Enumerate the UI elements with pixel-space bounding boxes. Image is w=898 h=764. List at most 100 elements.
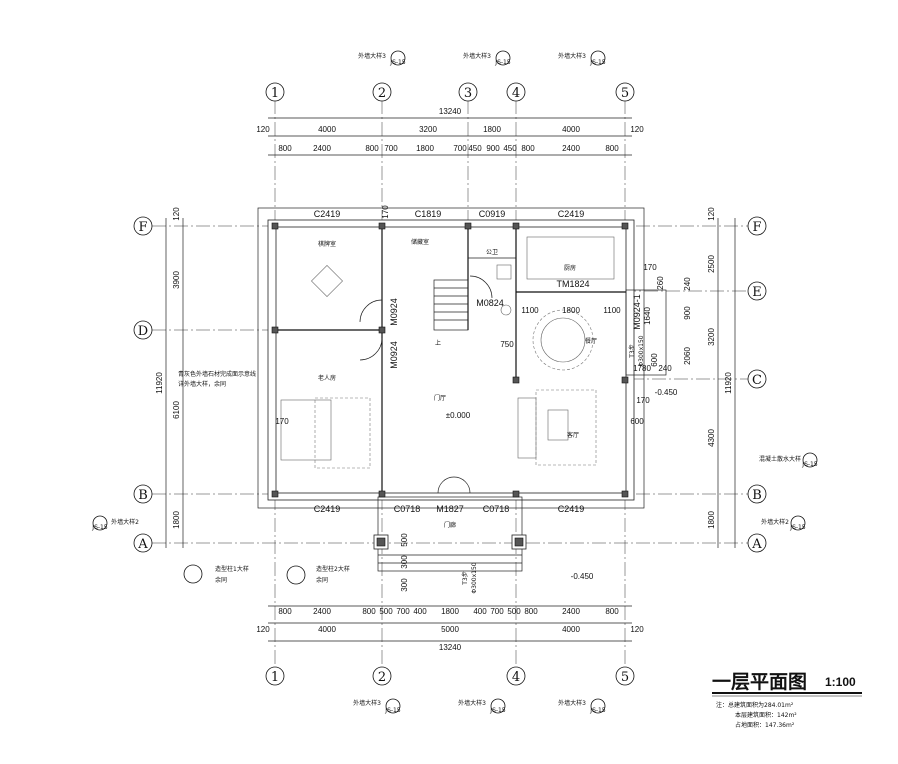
opening-label: M0924-1 xyxy=(632,294,642,330)
dim-misc: 260 xyxy=(656,276,665,290)
opening-label: C2419 xyxy=(558,209,585,219)
sheet-ref: JS-15 xyxy=(384,707,401,714)
axis-bubble xyxy=(133,533,153,553)
level-mark: -0.450 xyxy=(655,388,678,397)
dim-misc: 500 xyxy=(400,533,409,547)
dim-misc: 170 xyxy=(643,263,657,272)
opening-label: M1827 xyxy=(436,504,464,514)
opening-label: C2419 xyxy=(558,504,585,514)
callout-label: 造型柱2大样 xyxy=(316,565,350,573)
dim-misc: 1780 xyxy=(633,364,651,373)
level-mark: ±0.000 xyxy=(446,411,471,420)
axis-label-B: B xyxy=(752,488,762,503)
room-label: 棋牌室 xyxy=(318,240,336,248)
axis-label-B: B xyxy=(138,488,148,503)
detail-ref-bubble xyxy=(286,565,306,585)
dim-misc: 1100 xyxy=(521,306,539,315)
drawing-title: 一层平面图 xyxy=(712,671,807,693)
axis-bubble xyxy=(747,281,767,301)
callout-label: 外墙大样3 xyxy=(353,699,381,707)
detail-ref-bubble xyxy=(183,564,203,584)
axis-bubble xyxy=(133,320,153,340)
dim-top: 1800 xyxy=(416,144,434,153)
dim-top: 2400 xyxy=(313,144,331,153)
dim-misc: 2060 xyxy=(683,347,692,365)
axis-label-C: C xyxy=(752,373,762,388)
note-label: 详外墙大样，余同 xyxy=(178,380,226,388)
dim-bottom-total: 13240 xyxy=(439,643,462,652)
axis-bubble xyxy=(265,82,285,102)
axis-bubble xyxy=(265,666,285,686)
dim-bottom: 400 xyxy=(413,607,427,616)
axis-bubble xyxy=(747,484,767,504)
walls xyxy=(257,207,667,572)
callout-label: 外墙大样3 xyxy=(558,699,586,707)
room-label: 厨房 xyxy=(564,264,576,272)
dim-bottom: 500 xyxy=(507,607,521,616)
detail-ref-bubble xyxy=(490,698,506,714)
step-note: T3步 xyxy=(628,344,636,358)
dim-bottom: 800 xyxy=(524,607,538,616)
dim-left: 1800 xyxy=(172,511,181,529)
callout-label: 外墙大样3 xyxy=(463,52,491,60)
furniture xyxy=(280,236,615,469)
dim-misc: 240 xyxy=(658,364,672,373)
dim-top: 120 xyxy=(630,125,644,134)
dim-top: 4000 xyxy=(562,125,580,134)
opening-label: C0919 xyxy=(479,209,506,219)
dim-left: 6100 xyxy=(172,401,181,419)
opening-label: C1819 xyxy=(415,209,442,219)
dim-misc: 300 xyxy=(400,555,409,569)
opening-label: TM1824 xyxy=(556,279,589,289)
axis-label-1: 1 xyxy=(271,670,279,685)
room-label: 公卫 xyxy=(486,249,498,256)
dim-bottom: 120 xyxy=(630,625,644,634)
opening-label: M0824 xyxy=(476,298,504,308)
callout-label: 外墙大样3 xyxy=(358,52,386,60)
dim-bottom: 1800 xyxy=(441,607,459,616)
axis-bubble xyxy=(506,82,526,102)
callout-label: 造型柱1大样 xyxy=(215,565,249,573)
dim-top: 1800 xyxy=(483,125,501,134)
area-note: 注：总建筑面积为284.01m² xyxy=(716,701,794,709)
detail-ref-bubble xyxy=(385,698,401,714)
dim-left-total: 11920 xyxy=(155,372,164,394)
dim-bottom: 2400 xyxy=(313,607,331,616)
dim-top: 2400 xyxy=(562,144,580,153)
callout-label: 余同 xyxy=(316,576,328,584)
sheet-ref: JS-15 xyxy=(789,524,806,531)
dim-top: 700 xyxy=(384,144,398,153)
axis-bubble xyxy=(133,216,153,236)
dim-misc: 1800 xyxy=(562,306,580,315)
area-note: 本层建筑面积：142m² xyxy=(735,711,797,719)
axis-bubble xyxy=(615,666,635,686)
dim-bottom: 400 xyxy=(473,607,487,616)
dim-bottom: 4000 xyxy=(562,625,580,634)
dim-bottom: 800 xyxy=(605,607,619,616)
dim-bottom: 2400 xyxy=(562,607,580,616)
sheet-ref: JS-15 xyxy=(389,59,406,66)
dim-top: 800 xyxy=(521,144,535,153)
axis-bubble xyxy=(133,484,153,504)
dim-top: 450 xyxy=(468,144,482,153)
dim-top: 800 xyxy=(365,144,379,153)
detail-ref-bubble xyxy=(590,698,606,714)
room-label: 门廊 xyxy=(444,521,456,529)
opening-label: M0924 xyxy=(389,298,399,326)
callout-label: 外墙大样3 xyxy=(458,699,486,707)
axis-label-D: D xyxy=(138,324,148,339)
room-label: 储藏室 xyxy=(411,238,429,246)
axis-bubble xyxy=(747,216,767,236)
axis-label-2: 2 xyxy=(378,86,386,101)
axis-label-4: 4 xyxy=(512,86,520,101)
step-note: Φ300x150 xyxy=(471,562,478,593)
dim-bottom: 800 xyxy=(362,607,376,616)
dim-left: 120 xyxy=(172,207,181,221)
room-label: 餐厅 xyxy=(585,337,597,345)
axis-label-E: E xyxy=(752,285,762,300)
dim-misc: 170 xyxy=(381,205,390,219)
dim-misc: 600 xyxy=(630,417,644,426)
callout-label: 外墙大样3 xyxy=(558,52,586,60)
